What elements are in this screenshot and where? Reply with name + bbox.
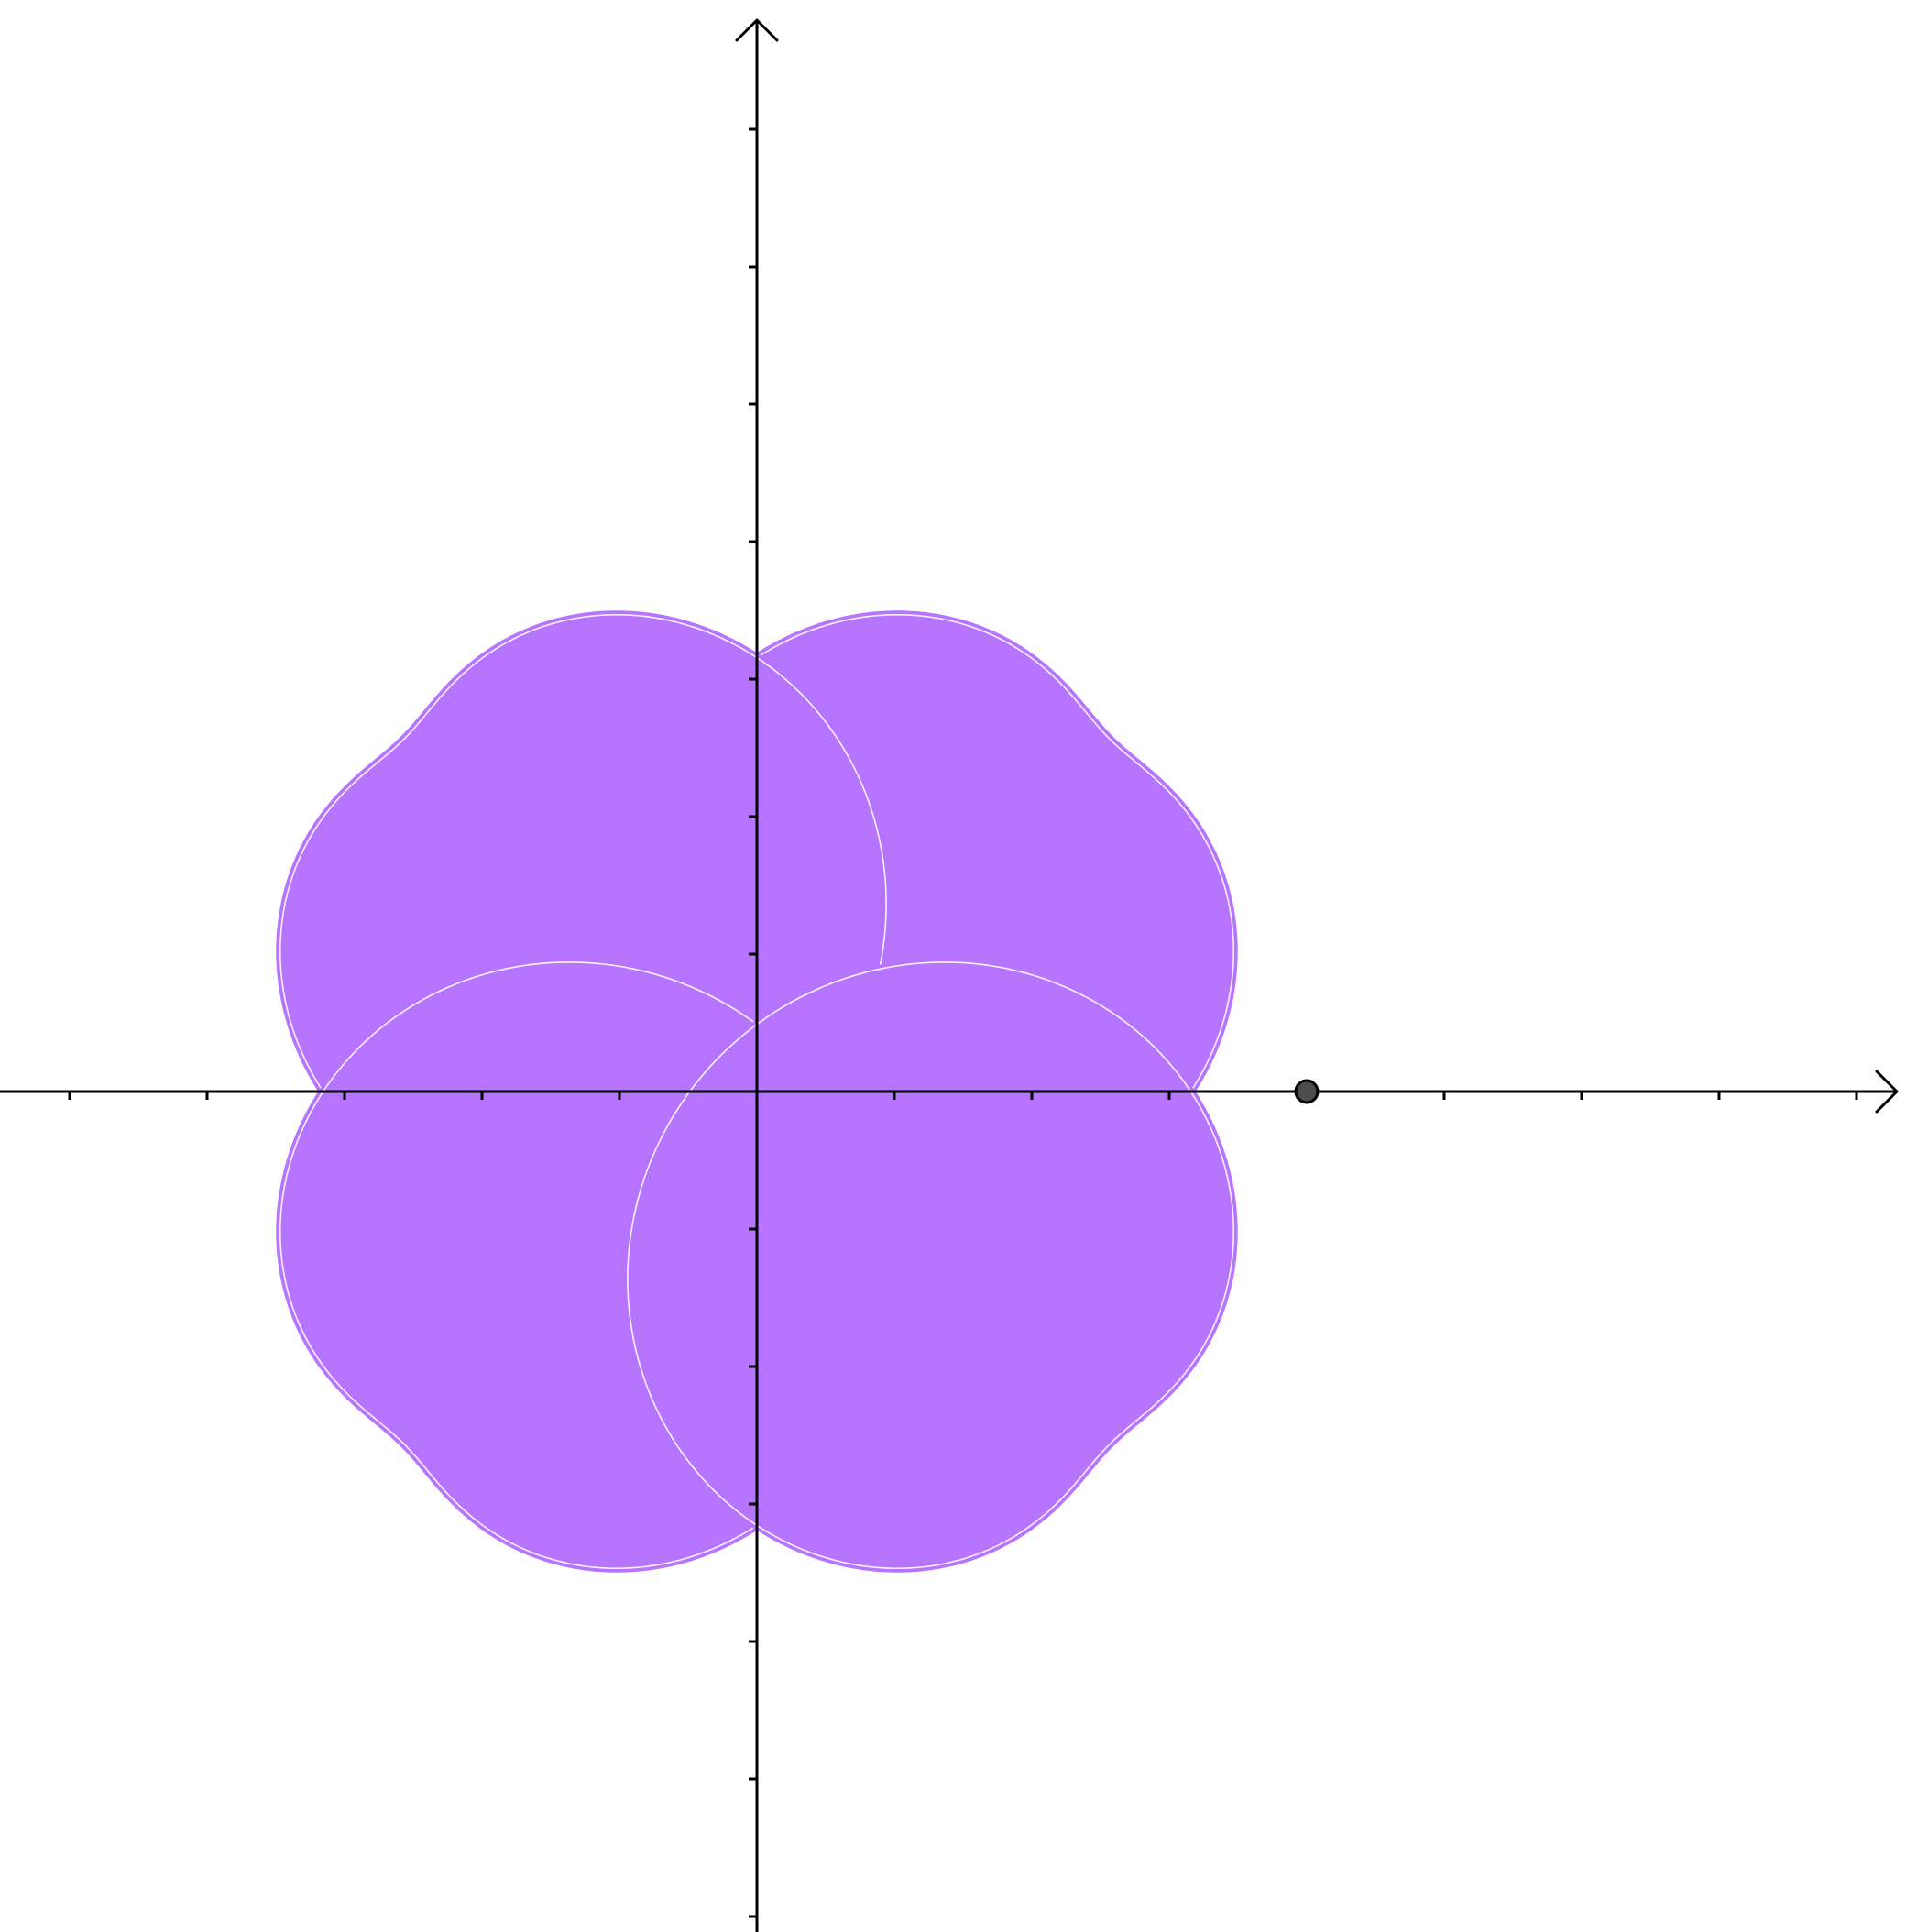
lower-left-lobe-inner-edge bbox=[279, 961, 887, 1570]
y-axis-arrow-icon bbox=[735, 18, 779, 42]
axes-group bbox=[0, 18, 1899, 1932]
lower-right-lobe bbox=[623, 958, 1238, 1573]
point-group bbox=[1294, 1079, 1320, 1104]
lobes-group bbox=[276, 610, 1238, 1573]
x-axis-arrow-icon bbox=[1875, 1070, 1899, 1114]
marked-point[interactable] bbox=[1294, 1079, 1320, 1104]
